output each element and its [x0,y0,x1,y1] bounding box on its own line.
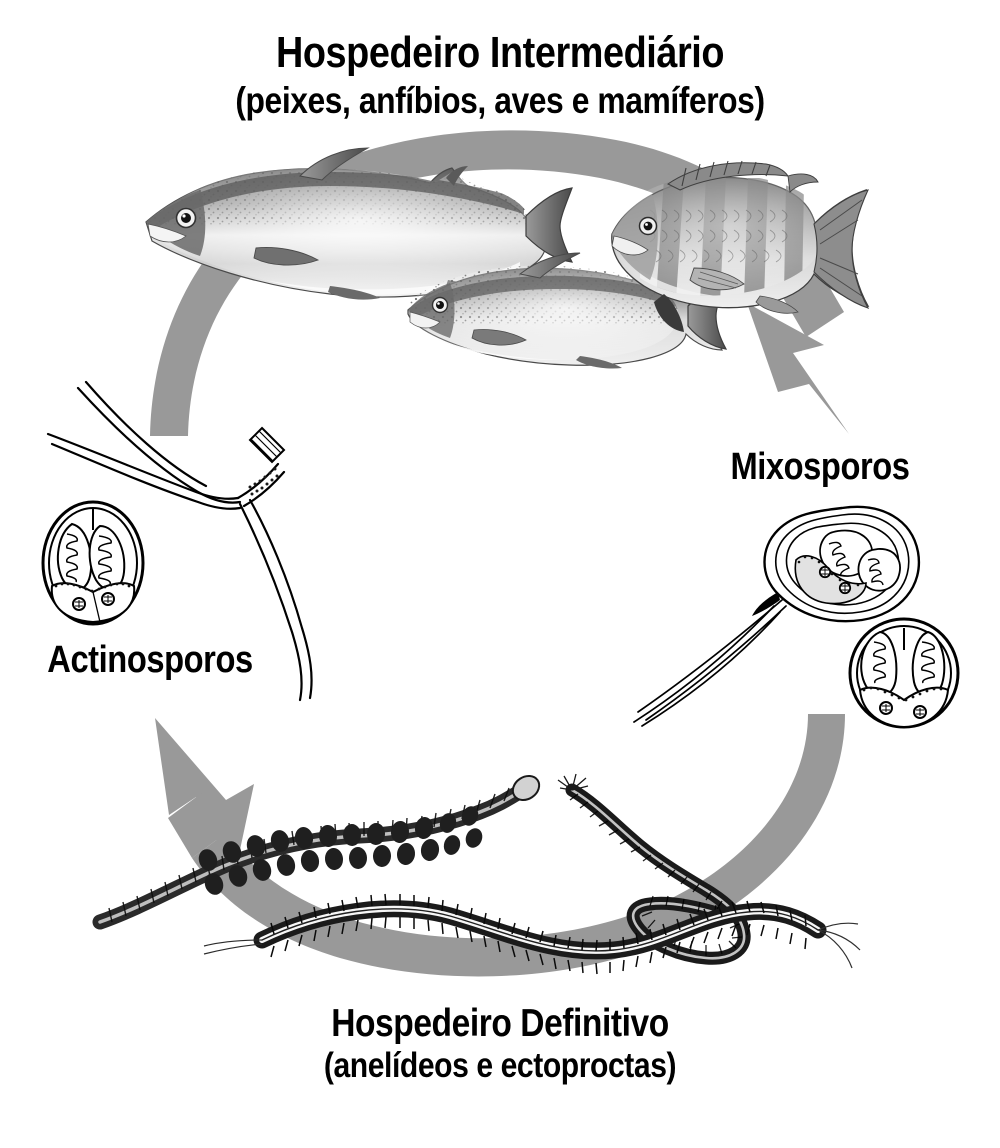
annelid-worm-center [203,893,861,975]
definitive-host-subtitle: (anelídeos e ectoproctas) [323,1046,677,1086]
page-subtitle: (peixes, anfíbios, aves e mamíferos) [235,79,765,121]
definitive-host-title-block: Hospedeiro Definitivo (anelídeos e ectop… [70,1002,930,1086]
page-title: Hospedeiro Intermediário [275,28,725,77]
stage-label-actinospores: Actinosporos [47,639,253,681]
stage-label-myxospores: Mixosporos [730,446,910,488]
myxospore-round-spore [848,617,960,729]
actinospore-oval-spore [41,500,145,626]
definitive-host-title: Hospedeiro Definitivo [331,1002,669,1045]
annelid-worm-right [557,773,751,965]
annelid-worm-left [92,774,541,930]
intermediate-host-title-block: Hospedeiro Intermediário (peixes, anfíbi… [70,28,930,121]
perch-fish [611,160,870,332]
myxospore-teardrop-tailed [633,505,921,727]
actinospore-triactinomyxon [46,380,313,702]
